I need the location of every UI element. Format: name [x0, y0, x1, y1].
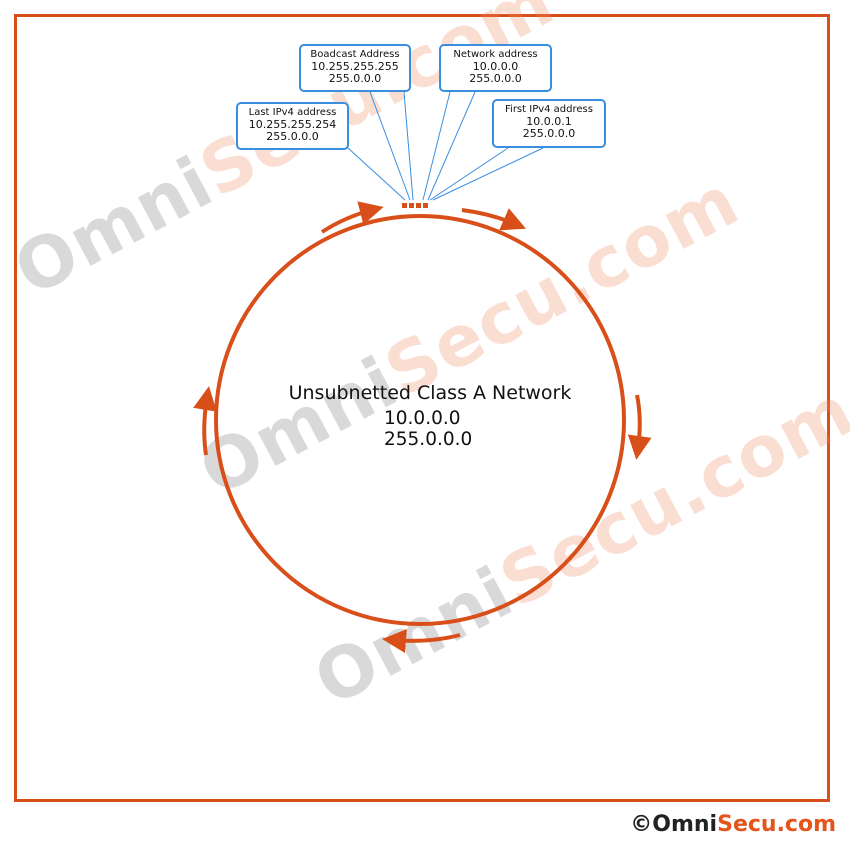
- callout-title: First IPv4 address: [505, 104, 593, 115]
- connector-line: [403, 91, 414, 201]
- network-title: Unsubnetted Class A Network: [288, 382, 572, 404]
- callout-first-address: First IPv4 address 10.0.0.1 255.0.0.0: [492, 99, 606, 148]
- direction-arrows: [193, 201, 652, 653]
- connector-line: [427, 91, 476, 201]
- network-info: 10.0.0.0 255.0.0.0: [384, 408, 472, 450]
- arrow-left: [193, 386, 217, 456]
- callout-ip: 10.0.0.0: [472, 60, 519, 73]
- connector-line: [369, 91, 411, 201]
- connector-line: [429, 147, 509, 201]
- diagram-frame: [14, 14, 830, 802]
- callout-ip: 10.255.255.254: [248, 118, 337, 131]
- subnet-mask: 255.0.0.0: [384, 429, 473, 450]
- callout-mask: 255.0.0.0: [266, 130, 319, 143]
- connector-line: [422, 91, 451, 201]
- address-markers: [402, 203, 428, 208]
- callout-mask: 255.0.0.0: [328, 72, 382, 85]
- callout-title: Network address: [453, 49, 538, 60]
- callout-network-address: Network address 10.0.0.0 255.0.0.0: [439, 44, 552, 92]
- callout-title: Last IPv4 address: [248, 107, 337, 118]
- marker-last: [402, 203, 407, 208]
- callout-ip: 10.255.255.255: [311, 60, 399, 73]
- network-id: 10.0.0.0: [384, 408, 461, 429]
- footer-logo: ©OmniSecu.com: [630, 812, 836, 837]
- arrow-top-right: [461, 208, 527, 231]
- connector-line: [432, 147, 544, 201]
- connector-lines: [347, 91, 544, 201]
- callout-title: Boadcast Address: [310, 49, 400, 60]
- copyright-icon: ©: [630, 812, 653, 837]
- marker-first: [423, 203, 428, 208]
- arrow-top-left: [320, 201, 384, 234]
- callout-ip: 10.0.0.1: [526, 115, 572, 128]
- arrow-right: [627, 394, 652, 460]
- callout-broadcast-address: Boadcast Address 10.255.255.255 255.0.0.…: [299, 44, 411, 92]
- callout-mask: 255.0.0.0: [522, 127, 576, 140]
- callout-last-address: Last IPv4 address 10.255.255.254 255.0.0…: [236, 102, 349, 150]
- marker-network: [416, 203, 421, 208]
- arrow-bottom: [382, 629, 461, 653]
- connector-line: [347, 147, 406, 201]
- callout-mask: 255.0.0.0: [469, 72, 522, 85]
- network-circle: [214, 214, 626, 626]
- marker-broadcast: [409, 203, 414, 208]
